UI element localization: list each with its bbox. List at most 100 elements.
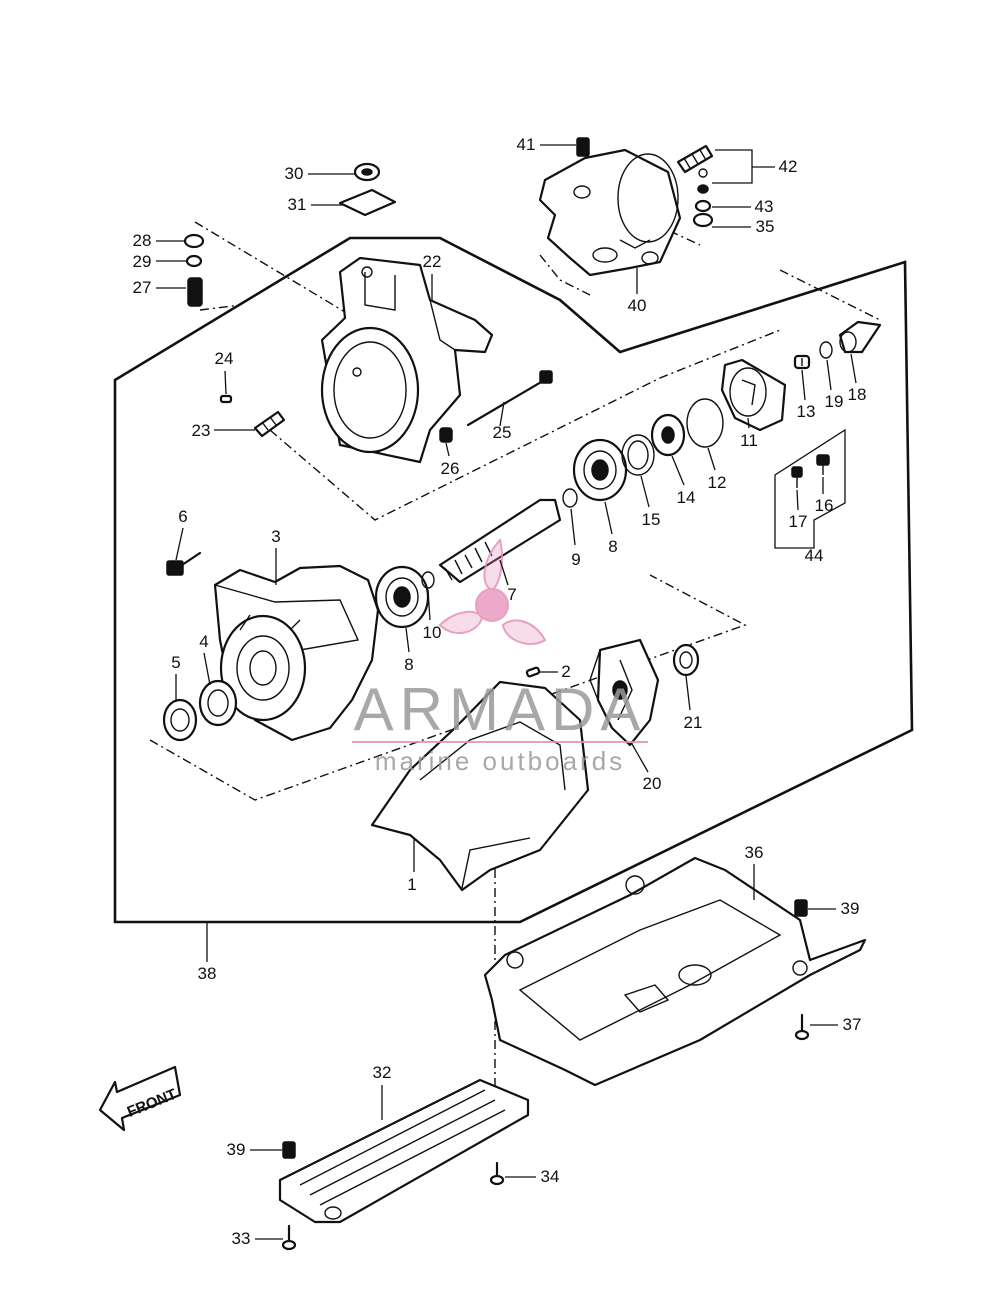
callout-leader-17 (796, 489, 799, 511)
callout-label-13: 13 (797, 402, 816, 421)
bolt-25 (466, 376, 550, 427)
bolt-23 (253, 410, 286, 438)
bolt-27 (187, 277, 203, 307)
callout-26: 26 (441, 442, 460, 478)
callout-22: 22 (423, 252, 442, 300)
callout-label-4: 4 (199, 632, 208, 651)
callout-44: 44 (774, 428, 846, 565)
screw-26 (439, 427, 453, 443)
callout-label-1: 1 (407, 875, 416, 894)
callout-label-40: 40 (628, 296, 647, 315)
callout-1: 1 (407, 838, 417, 894)
spring-39-upper (794, 899, 808, 917)
callout-label-15: 15 (642, 510, 661, 529)
callout-label-8a: 8 (404, 655, 413, 674)
ring-19 (819, 341, 833, 359)
callout-33: 33 (232, 1229, 283, 1248)
callout-17: 17 (789, 489, 808, 531)
callout-21: 21 (684, 675, 703, 732)
screw-13 (793, 354, 811, 370)
callout-32: 32 (373, 1063, 391, 1120)
callout-38: 38 (198, 922, 217, 983)
pin-24 (219, 394, 233, 404)
callout-leader-4 (203, 652, 211, 686)
callout-39b: 39 (227, 1140, 282, 1159)
callout-label-38: 38 (198, 964, 217, 983)
watermark-tagline: marine outboards (375, 746, 625, 776)
impeller-20 (589, 638, 660, 747)
callout-20: 20 (631, 743, 661, 793)
bolt-41 (576, 137, 590, 157)
callout-24: 24 (215, 349, 234, 395)
seal-4 (198, 679, 238, 727)
front-arrow: FRONT (98, 1065, 182, 1132)
callout-label-17: 17 (789, 512, 808, 531)
callout-40: 40 (628, 268, 647, 315)
callout-label-21: 21 (684, 713, 703, 732)
callout-leader-44 (774, 428, 846, 549)
screw-33 (281, 1224, 297, 1251)
assembly-38-outline (113, 236, 914, 924)
washer-35 (692, 212, 714, 228)
ring-9 (562, 488, 578, 508)
callout-15: 15 (640, 475, 661, 529)
plate-31 (338, 188, 397, 217)
callout-30: 30 (285, 164, 355, 183)
callout-label-24: 24 (215, 349, 234, 368)
callout-5: 5 (171, 653, 181, 702)
callout-label-12: 12 (708, 473, 727, 492)
callout-10: 10 (423, 589, 441, 642)
callout-label-39b: 39 (227, 1140, 246, 1159)
ring-15 (621, 434, 655, 476)
callout-43: 43 (712, 197, 773, 216)
callout-label-3: 3 (271, 527, 280, 546)
ring-10 (421, 571, 435, 589)
key-2 (525, 666, 541, 678)
callout-29: 29 (133, 252, 187, 271)
callout-leader-13 (801, 369, 806, 401)
callout-label-22: 22 (423, 252, 442, 271)
nut-30 (353, 162, 381, 182)
ring-12 (686, 398, 724, 448)
spring-39-lower (282, 1141, 296, 1159)
callout-leader-25 (499, 401, 505, 427)
callout-13: 13 (797, 369, 816, 421)
pump-case-3 (213, 564, 380, 742)
callout-leader-6 (175, 527, 184, 561)
callout-layer: 1234567889101112131415161718192021222324… (133, 135, 867, 1248)
callout-label-11: 11 (740, 431, 758, 450)
callout-11: 11 (740, 417, 758, 450)
callout-36: 36 (745, 843, 763, 900)
callout-leader-9 (570, 508, 576, 546)
callout-14: 14 (671, 455, 696, 507)
callout-8a: 8 (404, 627, 414, 674)
bolt-6 (166, 551, 202, 576)
callout-leader-12 (707, 447, 716, 471)
washer-43 (694, 168, 712, 213)
collar-14 (650, 413, 686, 457)
callout-label-6: 6 (178, 507, 187, 526)
callout-label-7: 7 (507, 585, 516, 604)
callout-label-27: 27 (133, 278, 152, 297)
callout-label-19: 19 (825, 392, 844, 411)
callout-leader-42 (712, 149, 775, 184)
callout-leader-10 (427, 589, 431, 621)
callout-label-18: 18 (848, 385, 867, 404)
watermark-brand: ARMADA (354, 676, 647, 743)
callout-label-14: 14 (677, 488, 696, 507)
callout-label-26: 26 (441, 459, 460, 478)
cap-18 (838, 320, 882, 354)
callout-3: 3 (271, 527, 281, 585)
callout-label-25: 25 (493, 423, 512, 442)
steering-nozzle-40 (538, 148, 682, 277)
bearing-8-rear (572, 438, 628, 502)
callout-label-41: 41 (517, 135, 536, 154)
callout-25: 25 (493, 401, 512, 442)
washer-29 (185, 254, 203, 268)
callout-leader-18 (850, 353, 857, 384)
callout-label-30: 30 (285, 164, 304, 183)
callout-18: 18 (848, 353, 867, 404)
ring-21 (672, 643, 700, 677)
